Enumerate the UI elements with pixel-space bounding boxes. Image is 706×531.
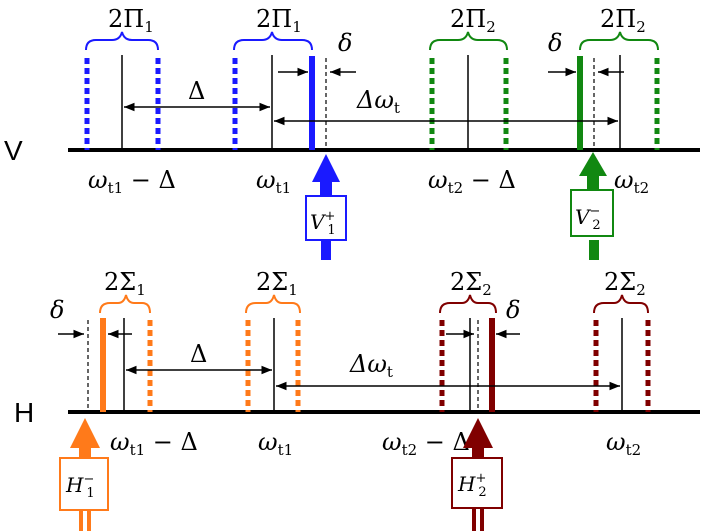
- v-pump-2-box: [570, 189, 614, 237]
- h-delta-label: Δ: [190, 340, 207, 368]
- v-group-1: 2Π1: [84, 5, 161, 150]
- h-pump-2-label: H+2: [457, 471, 487, 500]
- h-group-4-brace: [593, 294, 649, 314]
- h-pump-2-box: [451, 457, 503, 509]
- v-delta-label: Δ: [188, 77, 205, 105]
- v-pump-2-arrowhead: [579, 152, 607, 176]
- v-group-1-label: 2Π1: [108, 5, 154, 36]
- v-pump-1-label: V+1: [310, 209, 336, 238]
- v-group-4-label: 2Π2: [600, 5, 646, 36]
- v-pump-2: V−2: [570, 152, 614, 260]
- v-pump-1-box: [305, 195, 347, 241]
- h-pump-2: H+2: [451, 418, 503, 531]
- h-tick-omega-t1: ωt1: [258, 428, 293, 459]
- v-tick-omega-t2: ωt2: [614, 166, 649, 197]
- v-tick-omega-t2-minus-delta: ωt2 − Δ: [428, 166, 516, 197]
- h-group-3-label: 2Σ2: [450, 268, 492, 299]
- v-pump-2-stem: [589, 240, 599, 260]
- v-group-2-label: 2Π1: [256, 5, 302, 36]
- h-tick-omega-t2-minus-delta: ωt2 − Δ: [382, 428, 470, 459]
- v-group-2-brace: [233, 31, 313, 51]
- h-pump-1-arrowhead: [70, 418, 100, 448]
- h-small-delta-2: δ: [506, 296, 520, 324]
- v-group-4-brace: [579, 31, 659, 51]
- v-tick-omega-t1-minus-delta: ωt1 − Δ: [88, 166, 176, 197]
- v-pump-1-stem: [321, 240, 331, 260]
- v-small-delta-1: δ: [338, 29, 352, 57]
- h-tick-omega-t2: ωt2: [606, 428, 641, 459]
- h-group-2-label: 2Σ1: [256, 268, 298, 299]
- v-pump-2-label: V−2: [575, 204, 601, 233]
- v-pump-2-shaft: [587, 172, 599, 190]
- h-group-4: 2Σ2: [593, 268, 651, 412]
- v-panel: V 2Π1 2Π1 2Π2: [4, 5, 700, 260]
- h-pump-2-arrowhead: [463, 418, 493, 448]
- v-pump-1-shaft: [320, 178, 332, 196]
- h-group-3: 2Σ2: [439, 268, 497, 412]
- v-group-2: 2Π1: [232, 5, 327, 150]
- v-tick-omega-t1: ωt1: [256, 166, 291, 197]
- h-group-1-label: 2Σ1: [104, 268, 146, 299]
- h-group-1: 2Σ1: [87, 268, 153, 412]
- h-pump-1-label: H−1: [65, 472, 95, 501]
- h-small-delta-1: δ: [50, 296, 64, 324]
- h-group-2: 2Σ1: [245, 268, 301, 412]
- h-panel: H 2Σ1 2Σ1 2Σ2: [14, 268, 700, 531]
- v-pump-1-arrowhead: [312, 154, 340, 182]
- h-group-3-brace: [439, 294, 497, 314]
- h-delta-omega-label: Δωt: [349, 350, 393, 381]
- h-pump-1-shaft: [79, 446, 91, 458]
- v-group-1-brace: [85, 31, 159, 51]
- v-delta-omega-label: Δωt: [356, 86, 400, 117]
- h-pump-2-shaft: [472, 446, 484, 458]
- v-group-3: 2Π2: [429, 5, 509, 150]
- h-group-2-brace: [245, 294, 301, 314]
- h-axis-label: H: [14, 397, 34, 428]
- v-small-delta-2: δ: [548, 29, 562, 57]
- h-group-4-label: 2Σ2: [604, 268, 646, 299]
- v-axis-label: V: [4, 135, 23, 166]
- h-pump-1: H−1: [59, 418, 109, 531]
- v-group-4: 2Π2: [577, 5, 660, 150]
- h-pump-1-box: [59, 457, 109, 511]
- v-pump-1: V+1: [305, 154, 347, 260]
- h-group-1-brace: [99, 294, 151, 314]
- h-tick-omega-t1-minus-delta: ωt1 − Δ: [110, 428, 198, 459]
- v-group-3-label: 2Π2: [450, 5, 496, 36]
- v-group-3-brace: [429, 31, 508, 51]
